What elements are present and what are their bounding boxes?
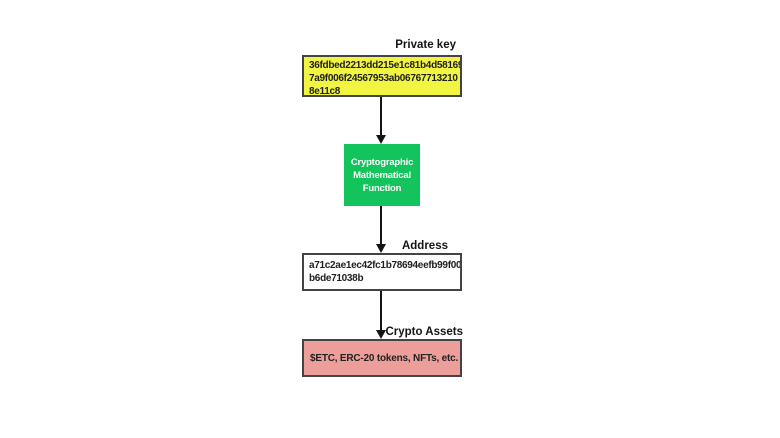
private-key-line-2: 7a9f006f24567953ab06767713210 [309, 73, 458, 84]
address-box: a71c2ae1ec42fc1b78694eefb99f00 b6de71038… [302, 253, 462, 291]
crypto-assets-label: Crypto Assets [385, 326, 463, 338]
address-label: Address [401, 240, 448, 252]
private-key-line-3: 8e11c8 [309, 86, 341, 97]
private-key-line-1: 36fdbed2213dd215e1c81b4d58169 [309, 60, 462, 71]
address-line-1: a71c2ae1ec42fc1b78694eefb99f00 [309, 260, 462, 271]
arrow-private-key-to-function-head-icon [376, 135, 386, 144]
private-key-label: Private key [395, 39, 456, 51]
arrow-private-key-to-function-line [380, 97, 382, 135]
crypto-assets-text: $ETC, ERC-20 tokens, NFTs, etc. [310, 352, 459, 364]
arrow-function-to-address-line [380, 206, 382, 244]
arrow-address-to-assets-line [380, 291, 382, 330]
address-line-2: b6de71038b [309, 273, 364, 284]
private-key-box: 36fdbed2213dd215e1c81b4d58169 7a9f006f24… [302, 55, 462, 97]
crypto-function-box: Cryptographic Mathematical Function [344, 144, 420, 206]
crypto-function-line-2: Mathematical [353, 169, 411, 181]
crypto-function-line-1: Cryptographic [350, 156, 414, 168]
arrow-address-to-assets-head-icon [376, 330, 386, 339]
crypto-assets-box: $ETC, ERC-20 tokens, NFTs, etc. [302, 339, 462, 377]
arrow-function-to-address-head-icon [376, 244, 386, 253]
crypto-function-line-3: Function [362, 182, 402, 194]
